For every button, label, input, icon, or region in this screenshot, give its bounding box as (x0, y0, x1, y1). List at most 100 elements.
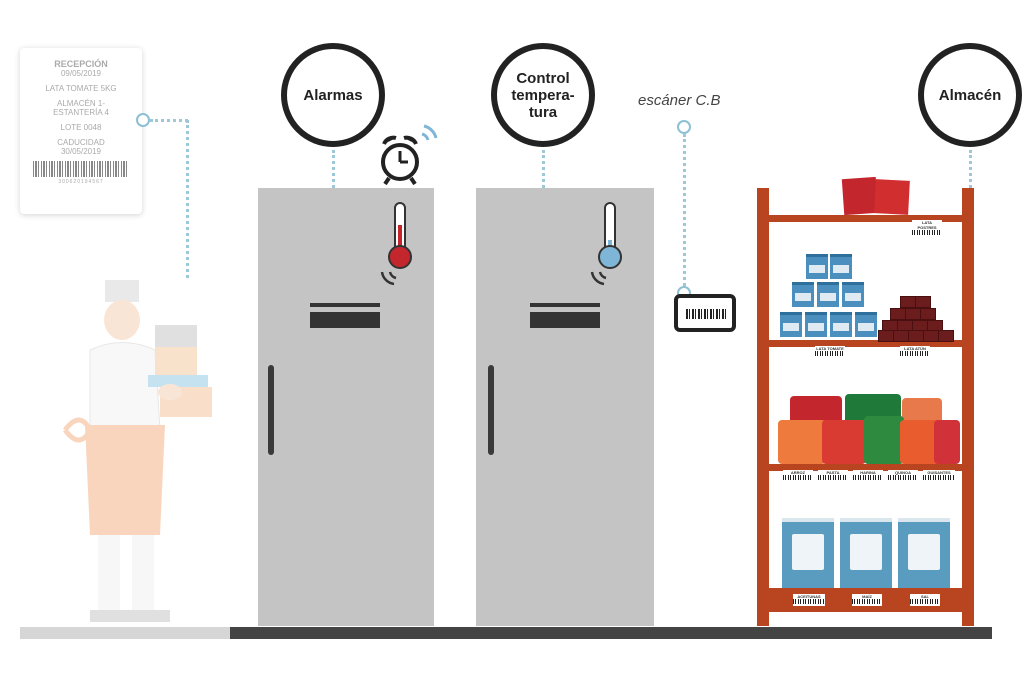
chef-jacket (89, 342, 161, 431)
fridge-vent (310, 312, 380, 328)
shelf-tag-tomate-barcode (815, 351, 845, 356)
carried-box-3 (160, 387, 212, 417)
ticket-product: LATA TOMATE 5KG (45, 84, 117, 93)
shelf-tag-aceitunas-barcode (793, 599, 825, 604)
ticket-barcode (33, 161, 129, 177)
scanner-label: escáner C.B (638, 92, 721, 109)
chef-shoe-right (130, 610, 170, 622)
ticket-lot: LOTE 0048 (60, 123, 102, 132)
temperature-connector (542, 150, 545, 188)
product-tomato-can (792, 282, 814, 307)
carried-tray (148, 375, 208, 387)
product-peas-bag (934, 420, 960, 464)
ticket-connector-line-h (150, 119, 188, 122)
ticket-date: 09/05/2019 (60, 69, 102, 78)
ticket-barcode-number: 300620194567 (58, 179, 104, 185)
temperature-control-circle: Control tempera- tura (491, 43, 595, 147)
scanner-connector (683, 134, 686, 286)
warehouse-circle: Almacén (918, 43, 1022, 147)
temperature-control-line2: tempera- (511, 86, 575, 104)
carried-box-1 (155, 325, 197, 347)
temperature-control-line1: Control (516, 69, 570, 87)
carried-box-2 (155, 347, 197, 375)
shelf-tag-pasta: PASTA (818, 470, 848, 482)
shelf-tag-harina-text: HARINA (860, 470, 876, 475)
product-tuna-box (900, 296, 916, 308)
product-tuna-box (915, 296, 931, 308)
ticket-location-line1: ALMACÉN 1- (56, 99, 105, 108)
shelf-tag-tomate: LATA TOMATE (815, 346, 845, 358)
fridge2-vent-top (530, 303, 600, 307)
shelf-tag-atun-text: LATA ATÚN (904, 346, 926, 351)
shelf-tag-aceitunas-text: ACEITUNAS (797, 594, 821, 599)
product-tomato-can (806, 254, 828, 279)
product-tuna-box (938, 330, 954, 342)
shelf-post-right (962, 188, 974, 626)
ticket-title: RECEPCIÓN (54, 59, 108, 69)
temperature-control-line3: tura (528, 103, 558, 121)
scanner-barcode-icon (686, 309, 726, 319)
product-tuna-box (923, 330, 939, 342)
fridge2-vent (530, 312, 600, 328)
shelf-tag-atun-barcode (900, 351, 930, 356)
shelf-tag-quinoa: QUINOA (888, 470, 918, 482)
shelf-tag-quinoa-barcode (888, 475, 918, 480)
product-tomato-can (830, 254, 852, 279)
shelf-tag-quinoa-text: QUINOA (895, 470, 911, 475)
alarms-circle: Alarmas (281, 43, 385, 147)
shelf-tag-top-barcode (912, 230, 942, 235)
ticket-expiry-date: 30/05/2019 (60, 147, 102, 156)
product-tuna-box (878, 330, 894, 342)
scanner-ring-top (677, 120, 691, 134)
shelf-tag-arroz-barcode (783, 475, 813, 480)
thermometer-cold-icon (590, 202, 622, 286)
alarm-clock-icon (381, 124, 438, 186)
shelf-tag-guisantes-text: GUISANTES (927, 470, 951, 475)
shelf-tag-sal-barcode (910, 599, 940, 604)
warehouse-label: Almacén (938, 86, 1002, 104)
shelf-tag-harina-barcode (853, 475, 883, 480)
shelf-tag-maiz: MAÍZ (852, 594, 882, 606)
shelf-tag-tomate-text: LATA TOMATE (816, 346, 844, 351)
product-pasta-bag (822, 420, 866, 464)
reception-ticket: RECEPCIÓN 09/05/2019 LATA TOMATE 5KG ALM… (20, 48, 142, 214)
shelf-tag-harina: HARINA (853, 470, 883, 482)
shelf-tag-top: LATA POSTRES (912, 220, 942, 235)
product-tomato-can (780, 312, 802, 337)
product-tomato-can (855, 312, 877, 337)
product-tuna-box (890, 308, 906, 320)
product-corn-crate (840, 518, 892, 588)
shelf-post-left (757, 188, 769, 626)
shelf-tag-guisantes-barcode (923, 475, 955, 480)
shelf-tag-pasta-text: PASTA (826, 470, 840, 475)
product-dessert-can-1 (841, 176, 879, 216)
shelf-tag-sal: SAL (910, 594, 940, 606)
shelf-tag-arroz-text: ARROZ (790, 470, 806, 475)
shelf-tag-guisantes: GUISANTES (923, 470, 955, 482)
product-dessert-can-2 (874, 179, 910, 215)
product-tuna-box (905, 308, 921, 320)
product-tomato-can (830, 312, 852, 337)
shelf-tag-maiz-barcode (852, 599, 882, 604)
product-flour-bag (864, 416, 904, 464)
shelf-tag-sal-text: SAL (921, 594, 929, 599)
product-salt-crate (898, 518, 950, 588)
product-rice-bag (778, 420, 826, 464)
chef-leg-right (132, 535, 154, 610)
shelf-tag-aceitunas: ACEITUNAS (793, 594, 825, 606)
floor-kitchen (230, 627, 992, 639)
product-olives-crate (782, 518, 834, 588)
chef-leg-left (98, 535, 120, 610)
thermometer-hot-icon (380, 202, 412, 286)
floor-reception (20, 627, 230, 639)
shelf-tag-arroz: ARROZ (783, 470, 813, 482)
ticket-connector-ring (136, 113, 150, 127)
fridge-handle (268, 365, 274, 455)
alarms-connector (332, 150, 335, 188)
barcode-scanner (674, 294, 736, 332)
warehouse-connector (969, 150, 972, 188)
product-tomato-can (842, 282, 864, 307)
fridge-temperature (476, 188, 654, 626)
ticket-connector-line-v (186, 120, 189, 278)
product-tuna-box (920, 308, 936, 320)
